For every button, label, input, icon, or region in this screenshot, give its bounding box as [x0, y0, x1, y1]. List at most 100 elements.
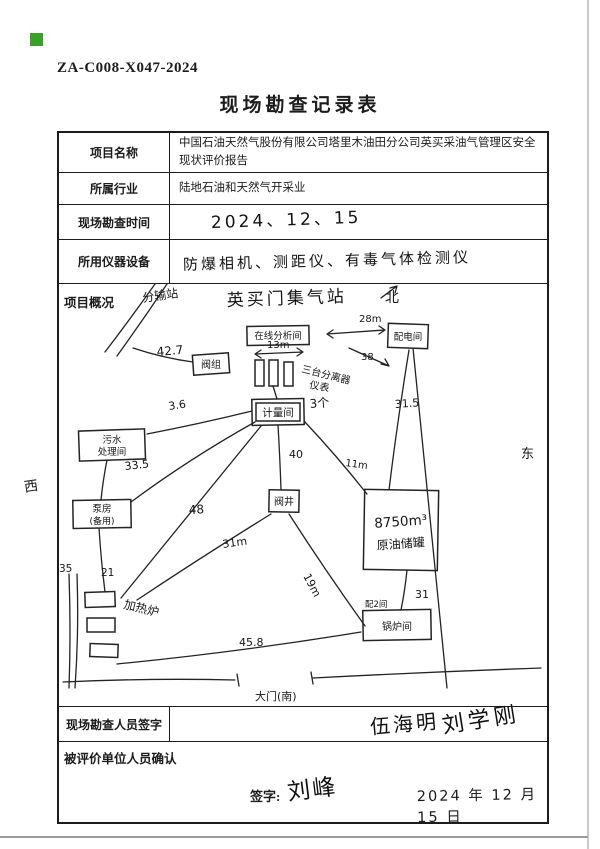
row-unit-confirmation: 被评价单位人员确认 签字: 刘峰 2024 年 12 月 15 日 — [59, 742, 547, 826]
project-name-value: 中国石油天然气股份有限公司塔里木油田分公司英买采油气管理区安全现状评价报告 — [179, 137, 536, 167]
valve-well-label: 阀井 — [274, 495, 294, 508]
left-road-line-1 — [68, 573, 71, 689]
meter-count: 3个 — [309, 395, 330, 411]
confirm-signature: 刘峰 — [285, 774, 339, 806]
survey-form-table: 项目名称 中国石油天然气股份有限公司塔里木油田分公司英买采油气管理区安全现状评价… — [57, 131, 549, 826]
survey-date-handwritten: 2024、12、15 — [210, 208, 362, 234]
heater-box-1 — [83, 590, 117, 609]
sewage-room-label-1: 污水 — [102, 434, 122, 446]
meter-room-label: 计量间 — [262, 406, 294, 419]
confirm-date-handwritten: 2024 年 12 月 15 日 — [416, 787, 538, 827]
power-room-box — [386, 322, 430, 350]
pump-room-label-1: 泵房 — [92, 503, 111, 515]
distance-35: 35 — [59, 563, 72, 575]
distance-19m: 19m — [300, 571, 323, 599]
valve-well-box — [268, 488, 300, 514]
distance-42-7: 42.7 — [156, 343, 184, 359]
survey-date-label: 现场勘查时间 — [59, 205, 170, 239]
separator-1 — [254, 359, 265, 387]
valve-group-box — [191, 351, 231, 377]
industry-value: 陆地石油和天然气开采业 — [179, 181, 306, 194]
heater-label: 加热炉 — [122, 597, 160, 619]
road-to-valve-line — [132, 347, 194, 363]
compass-north: 北 — [385, 290, 399, 306]
station-title: 英买门集气站 — [226, 287, 347, 311]
valve-group-label: 阀组 — [201, 358, 221, 371]
distance-48: 48 — [188, 502, 204, 517]
separators-sub-label: 仪表 — [308, 378, 330, 394]
pump-heater-link — [98, 527, 106, 593]
road-line-2 — [116, 283, 168, 357]
equipment-label: 所用仪器设备 — [59, 240, 170, 283]
row-project-overview: 项目概况 分输站 42.7 英买门集气站 北 阀组 在线分析间 1 — [59, 283, 547, 707]
line-45-8 — [116, 631, 362, 665]
sewage-pump-link — [100, 459, 108, 501]
line-31m — [136, 513, 272, 601]
boiler-room-label: 锅炉间 — [382, 620, 412, 633]
heater-box-2 — [86, 617, 116, 633]
analysis-room-box — [246, 324, 310, 347]
scan-edge-bottom — [0, 836, 588, 838]
north-arrow-icon — [380, 285, 398, 299]
row-industry: 所属行业 陆地石油和天然气开采业 — [59, 173, 547, 205]
road-label: 分输站 — [141, 285, 179, 305]
distance-28m: 28m — [359, 314, 381, 325]
south-fence-right — [312, 667, 542, 679]
distance-31: 31 — [415, 588, 429, 601]
page-title: 现场勘查记录表 — [219, 95, 381, 116]
distance-13m: 13m — [267, 340, 289, 351]
distance-31-5: 31.5 — [394, 396, 419, 411]
row-survey-date: 现场勘查时间 2024、12、15 — [59, 205, 547, 240]
crude-tank-box — [362, 488, 440, 572]
document-code: ZA-C008-X047-2024 — [57, 60, 198, 76]
line-31 — [400, 569, 408, 611]
row-surveyor-signature: 现场勘查人员签字 伍海明 刘学刚 — [59, 702, 547, 742]
power-room-label: 配电间 — [394, 331, 423, 343]
row-project-name: 项目名称 中国石油天然气股份有限公司塔里木油田分公司英买采油气管理区安全现状评价… — [59, 133, 547, 173]
project-overview-label: 项目概况 — [64, 296, 115, 310]
distance-31m: 31m — [222, 535, 248, 551]
row-equipment: 所用仪器设备 防爆相机、测距仪、有毒气体检测仪 — [59, 240, 547, 284]
separator-3 — [283, 361, 294, 387]
left-road-line-2 — [74, 573, 79, 689]
distance-11m: 11m — [345, 458, 369, 472]
line-33-5 — [130, 421, 256, 503]
east-fence-line — [412, 347, 448, 689]
pump-room-label-2: (备用) — [89, 515, 114, 527]
industry-label: 所属行业 — [59, 173, 170, 204]
unit-confirmation-label: 被评价单位人员确认 — [64, 752, 177, 766]
compass-west: 西 — [23, 478, 40, 496]
sewage-room-label-2: 处理间 — [98, 446, 127, 458]
scan-edge-right — [587, 0, 589, 849]
arrow-28m — [326, 325, 386, 339]
surveyor-signature-1: 伍海明 — [369, 709, 440, 739]
compass-east: 东 — [521, 447, 534, 462]
crude-tank-label: 原油储罐 — [376, 534, 425, 552]
distance-45-8: 45.8 — [239, 636, 264, 649]
green-logo-mark — [30, 33, 43, 46]
road-line-1 — [104, 283, 156, 353]
line-48 — [120, 425, 262, 599]
crude-tank-volume: 8750m³ — [374, 512, 428, 532]
boiler-note: 配2间 — [365, 600, 387, 610]
distance-38: 38 — [361, 352, 374, 363]
confirm-sign-label: 签字: — [250, 789, 281, 804]
equipment-handwritten: 防爆相机、测距仪、有毒气体检测仪 — [182, 248, 472, 274]
line-19m — [288, 513, 366, 627]
separator-meter-link — [272, 385, 278, 400]
meter-room-box-inner — [255, 402, 301, 422]
distance-40: 40 — [289, 448, 303, 461]
line-11m — [303, 420, 368, 495]
gate-posts — [236, 671, 314, 687]
arrow-38 — [348, 347, 390, 367]
analysis-room-label: 在线分析间 — [254, 330, 302, 342]
pump-room-box — [71, 498, 133, 530]
site-layout-hand-sketch: 分输站 42.7 英买门集气站 北 阀组 在线分析间 13m 28m 配电间 — [59, 283, 542, 703]
distance-3-6: 3.6 — [168, 398, 187, 413]
line-31-5 — [388, 349, 410, 491]
south-fence-left — [62, 678, 236, 683]
arrow-13m — [254, 347, 304, 359]
separator-2 — [268, 359, 279, 387]
surveyor-signature-label: 现场勘查人员签字 — [59, 707, 170, 741]
